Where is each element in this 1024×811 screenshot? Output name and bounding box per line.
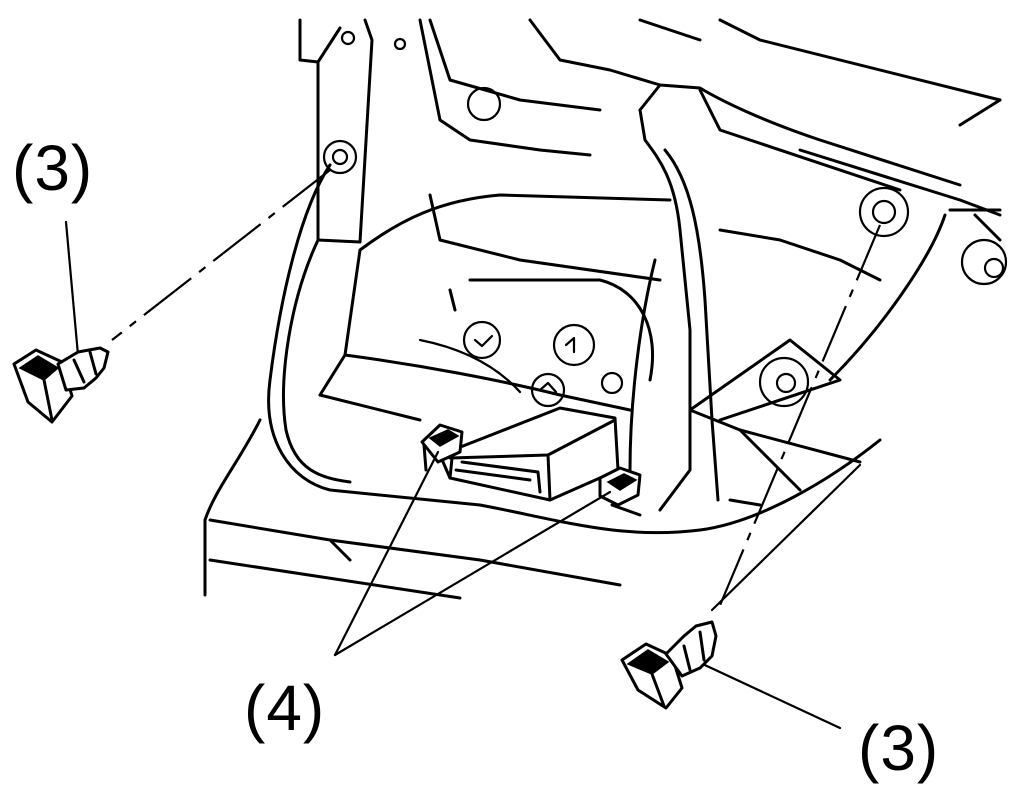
callout-label-connectors: (4) xyxy=(244,672,326,744)
clip-fastener-left xyxy=(12,346,110,424)
connector-right xyxy=(598,466,642,517)
connector-left xyxy=(420,423,464,472)
callout-label-clip-left: (3) xyxy=(12,132,94,204)
body-panel-structure xyxy=(203,18,1008,600)
module-unit xyxy=(438,406,620,502)
leader-lines xyxy=(64,169,882,730)
callout-label-clip-right: (3) xyxy=(858,712,940,784)
clip-fastener-right xyxy=(620,620,718,710)
